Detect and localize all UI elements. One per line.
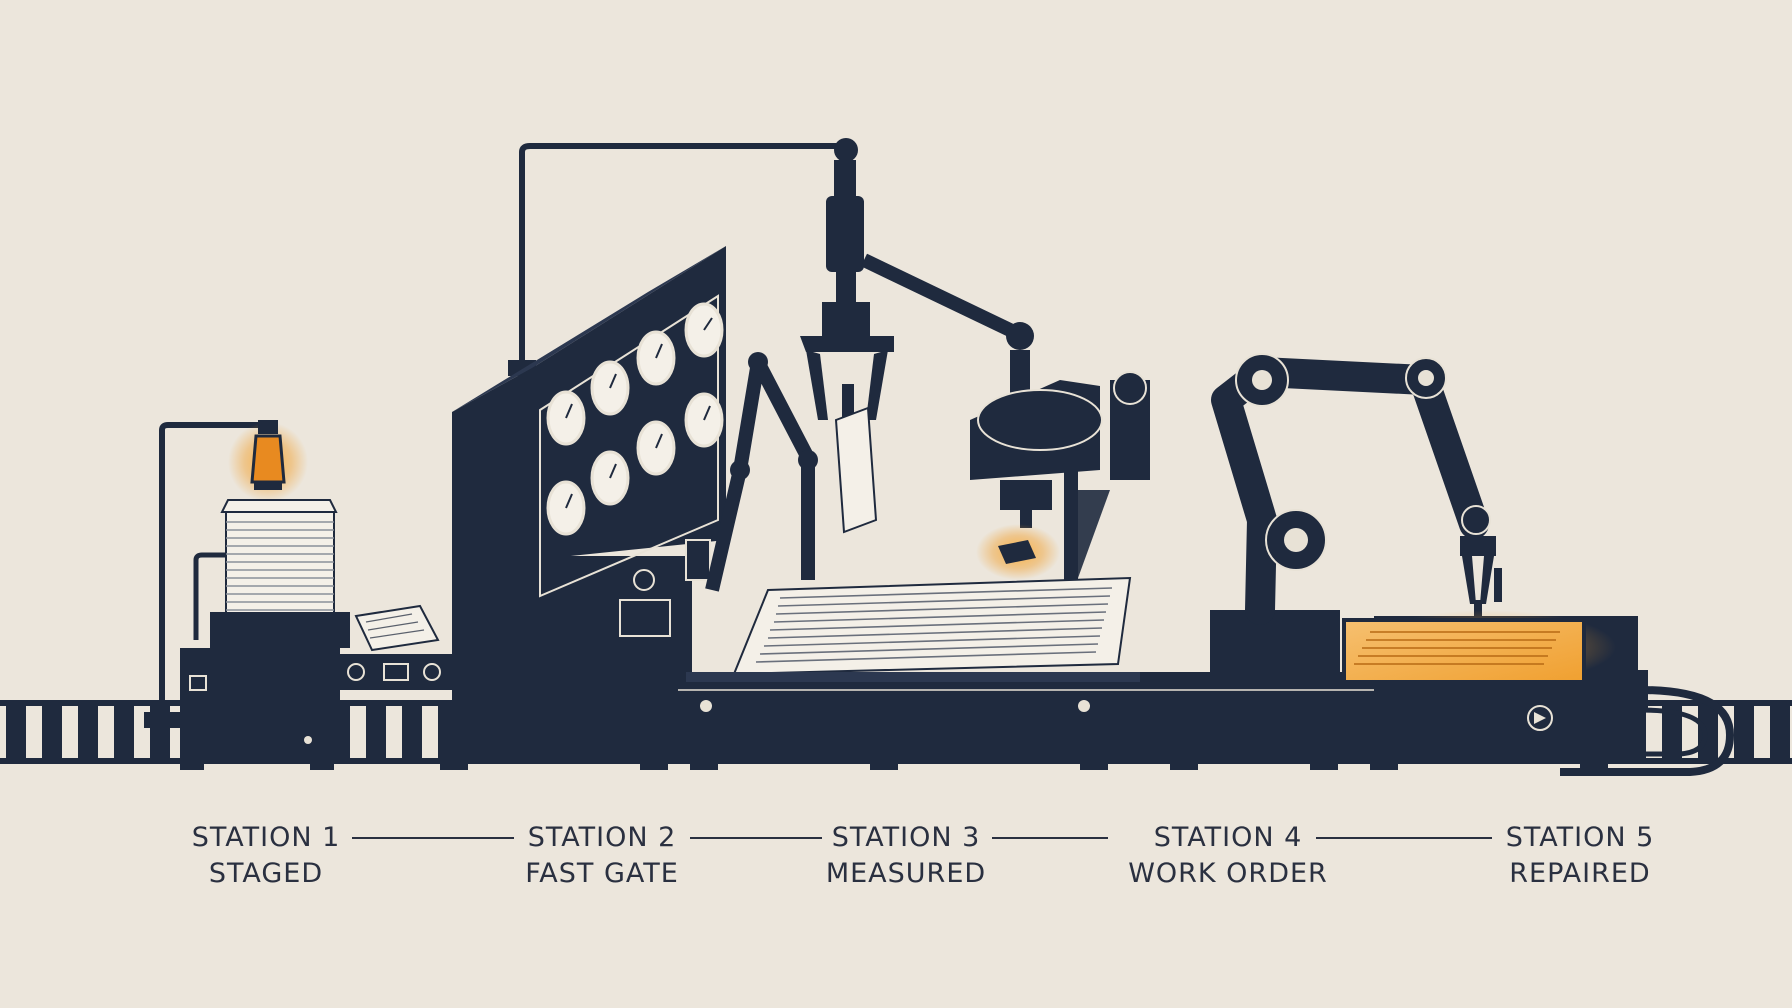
station-2-title: STATION 2 xyxy=(528,822,677,853)
station-1-machine xyxy=(144,420,460,770)
station-label-5: STATION 5 REPAIRED xyxy=(1506,822,1655,889)
station-5-title: STATION 5 xyxy=(1506,822,1655,853)
station-label-4: STATION 4 WORK ORDER xyxy=(1128,822,1328,889)
station-2-status: FAST GATE xyxy=(525,858,679,889)
station-5-status: REPAIRED xyxy=(1509,858,1650,889)
station-5-machine xyxy=(1144,610,1648,770)
station-3-machine xyxy=(678,160,1150,770)
paper-stack-icon xyxy=(220,499,338,623)
station-4-machine xyxy=(1144,353,1502,770)
station-2-machine xyxy=(440,138,858,770)
station-3-title: STATION 3 xyxy=(832,822,981,853)
station-label-1: STATION 1 STAGED xyxy=(192,822,341,889)
station-1-title: STATION 1 xyxy=(192,822,341,853)
station-4-status: WORK ORDER xyxy=(1128,858,1328,889)
station-1-status: STAGED xyxy=(209,858,323,889)
station-label-3: STATION 3 MEASURED xyxy=(826,822,986,889)
station-3-status: MEASURED xyxy=(826,858,986,889)
station-4-title: STATION 4 xyxy=(1154,822,1303,853)
station-label-2: STATION 2 FAST GATE xyxy=(525,822,679,889)
